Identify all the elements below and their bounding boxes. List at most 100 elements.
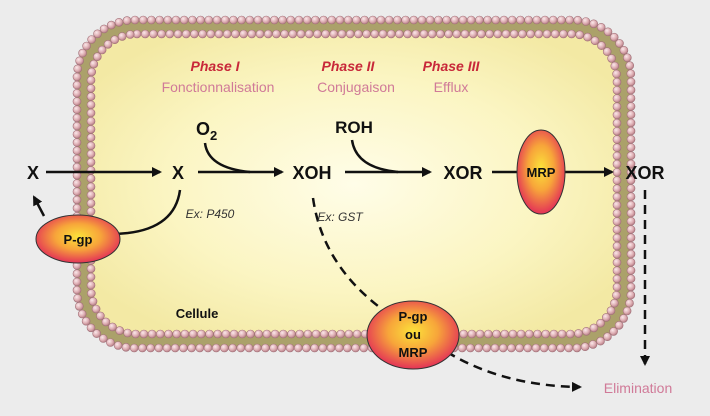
lipid-bead: [612, 290, 621, 300]
lipid-bead: [130, 15, 140, 25]
lipid-bead: [515, 343, 524, 353]
lipid-bead: [278, 329, 288, 339]
lipid-bead: [86, 280, 96, 290]
lipid-bead: [72, 138, 82, 147]
lipid-bead: [612, 192, 622, 202]
lipid-bead: [626, 69, 636, 78]
lipid-bead: [214, 29, 224, 39]
lipid-bead: [550, 29, 560, 39]
lipid-bead: [335, 15, 345, 25]
lipid-bead: [612, 233, 622, 243]
cell-label: Cellule: [176, 306, 219, 321]
lipid-bead: [492, 329, 501, 339]
lipid-bead: [548, 15, 558, 25]
lipid-bead: [327, 15, 337, 25]
lipid-bead: [147, 15, 156, 25]
lipid-bead: [205, 329, 214, 339]
lipid-bead: [612, 135, 622, 144]
lipid-bead: [236, 343, 246, 353]
lipid-bead: [99, 24, 109, 34]
lipid-bead: [173, 29, 183, 39]
lipid-bead: [336, 329, 346, 339]
lipid-bead: [425, 15, 435, 25]
lipid-bead: [117, 32, 127, 41]
lipid-bead: [564, 343, 574, 353]
lipid-bead: [72, 146, 82, 155]
lipid-bead: [475, 15, 484, 25]
lipid-bead: [156, 329, 165, 339]
lipid-bead: [310, 343, 319, 353]
lipid-bead: [612, 110, 622, 120]
lipid-bead: [321, 29, 330, 39]
lipid-bead: [344, 329, 354, 339]
lipid-bead: [559, 29, 568, 39]
lipid-bead: [541, 329, 551, 339]
lipid-bead: [129, 343, 139, 353]
lipid-bead: [626, 217, 636, 226]
lipid-bead: [261, 15, 271, 25]
lipid-bead: [368, 15, 378, 25]
lipid-bead: [163, 15, 173, 25]
lipid-bead: [556, 343, 565, 353]
lipid-bead: [565, 15, 574, 25]
lipid-bead: [287, 329, 296, 339]
lipid-bead: [293, 343, 303, 353]
pgp-ellipse: [35, 214, 121, 264]
lipid-bead: [401, 15, 410, 25]
lipid-bead: [106, 338, 115, 347]
lipid-bead: [534, 29, 544, 39]
lipid-bead: [626, 225, 636, 234]
lipid-bead: [467, 329, 477, 339]
lipid-bead: [581, 17, 591, 26]
lipid-bead: [86, 323, 96, 333]
lipid-bead: [122, 16, 132, 25]
lipid-bead: [229, 329, 239, 339]
lipid-bead: [548, 343, 557, 353]
lipid-bead: [533, 329, 542, 339]
lipid-bead: [622, 53, 632, 63]
lipid-bead: [188, 15, 197, 25]
lipid-bead: [500, 329, 510, 339]
lipid-bead: [583, 32, 592, 42]
o2-label: O2: [196, 119, 217, 143]
lipid-bead: [626, 208, 636, 218]
lipid-bead: [92, 329, 101, 338]
lipid-bead: [567, 29, 576, 39]
lipid-bead: [523, 343, 533, 353]
lipid-bead: [612, 250, 622, 259]
pgp-transporter: P-gp: [35, 214, 121, 264]
lipid-bead: [507, 15, 517, 25]
lipid-bead: [121, 342, 131, 352]
lipid-bead: [72, 130, 82, 139]
lipid-bead: [603, 27, 613, 37]
lipid-bead: [146, 343, 155, 353]
lipid-bead: [296, 29, 306, 39]
lipid-bead: [626, 143, 636, 152]
lipid-bead: [86, 207, 96, 216]
lipid-bead: [351, 343, 360, 353]
phase-headings: Phase I Fonctionnalisation Phase II Conj…: [162, 58, 481, 95]
lipid-bead: [601, 313, 611, 322]
lipid-bead: [311, 329, 321, 339]
lipid-bead: [612, 225, 622, 234]
lipid-bead: [211, 343, 221, 353]
lipid-bead: [88, 297, 98, 306]
lipid-bead: [334, 343, 344, 353]
pgp-out-arrow: [32, 195, 46, 217]
lipid-bead: [302, 343, 311, 353]
lipid-bead: [343, 343, 352, 353]
lipid-bead: [468, 29, 478, 39]
lipid-bead: [269, 343, 278, 353]
lipid-bead: [139, 329, 149, 339]
lipid-bead: [75, 301, 84, 311]
lipid-bead: [72, 195, 82, 205]
lipid-bead: [195, 343, 205, 353]
lipid-bead: [619, 45, 629, 55]
lipid-bead: [498, 343, 508, 353]
mrp-ellipse: [516, 129, 566, 215]
lipid-bead: [140, 29, 150, 39]
lipid-bead: [253, 15, 263, 25]
lipid-bead: [603, 332, 612, 342]
lipid-bead: [72, 277, 82, 287]
